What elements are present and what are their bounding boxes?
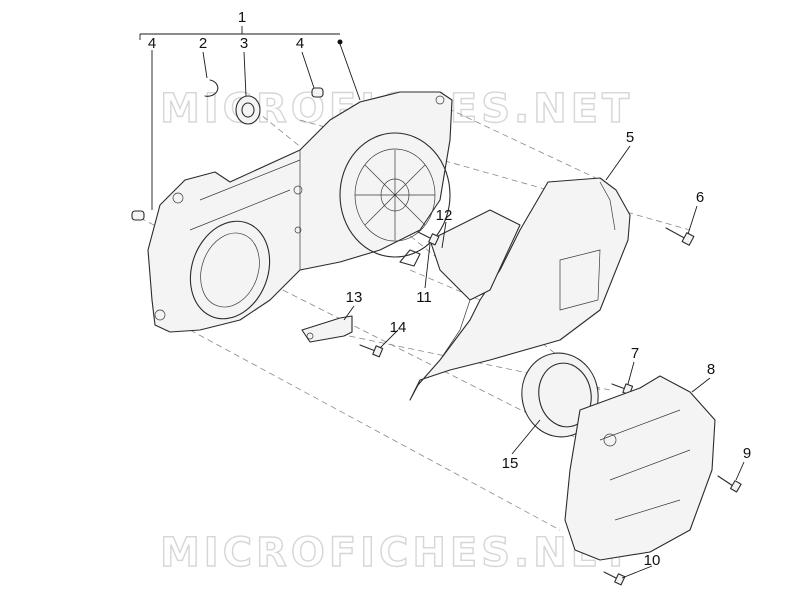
circlip (204, 79, 219, 97)
outer-cover (409, 177, 631, 401)
callout-4-right: 4 (296, 35, 304, 52)
callout-13: 13 (346, 289, 363, 306)
callout-6: 6 (696, 189, 704, 206)
callout-3: 3 (240, 35, 248, 52)
inner-panel (429, 209, 521, 361)
callout-12: 12 (436, 207, 453, 224)
callout-2: 2 (199, 35, 207, 52)
bearing (235, 95, 261, 125)
bracket (301, 315, 353, 343)
bolt-14 (359, 344, 384, 358)
watermark-bottom: MICROFICHES.NET (160, 530, 633, 576)
bolt-10 (603, 571, 626, 586)
callout-labels: 1 2 3 4 4 5 6 7 8 9 10 11 12 13 14 15 (148, 9, 751, 569)
crankcase-cover (147, 91, 453, 333)
bolt-11 (417, 231, 440, 246)
callout-1: 1 (238, 9, 246, 26)
rear-cover (564, 375, 716, 561)
callout-4-left: 4 (148, 35, 156, 52)
callout-5: 5 (626, 129, 634, 146)
bolt-6 (665, 227, 695, 246)
callout-9: 9 (743, 445, 751, 462)
leader-lines (139, 26, 745, 579)
washer (399, 249, 421, 267)
callout-15: 15 (502, 455, 519, 472)
dowel-pin-left (131, 210, 145, 221)
callout-11: 11 (416, 289, 432, 306)
callout-7: 7 (631, 345, 639, 362)
callout-14: 14 (390, 319, 407, 336)
callout-10: 10 (644, 552, 661, 569)
dowel-pin-top (311, 87, 324, 98)
bolt-9 (717, 475, 742, 493)
callout-8: 8 (707, 361, 715, 378)
